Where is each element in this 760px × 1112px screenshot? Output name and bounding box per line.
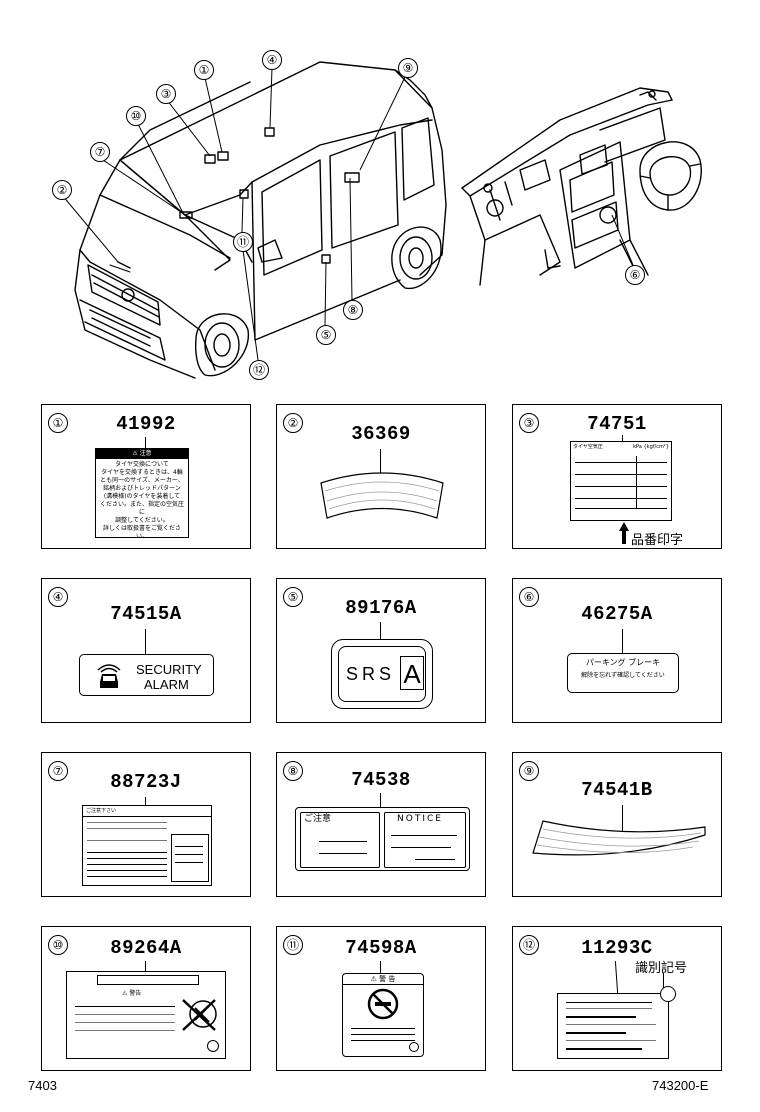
- warning-label: ⚠ 警 告: [342, 973, 424, 1057]
- part-number: 74515A: [110, 603, 182, 625]
- panel-11: ⑪ 74598A ⚠ 警 告: [276, 926, 486, 1071]
- airbag-warning-label: ⚠ 警告: [66, 971, 226, 1059]
- panel-7: ⑦ 88723J ご注意下さい: [41, 752, 251, 897]
- callout-3: ③: [156, 84, 176, 104]
- car-grille: [87, 264, 161, 326]
- callout-11: ⑪: [233, 232, 253, 252]
- car-rear-window: [401, 117, 435, 201]
- part-number: 36369: [351, 423, 411, 445]
- footer-page-code: 7403: [28, 1078, 57, 1093]
- panel-number: ②: [283, 413, 303, 433]
- callout-9: ⑨: [398, 58, 418, 78]
- callout-10: ⑩: [126, 106, 146, 126]
- part-number: 89176A: [345, 597, 417, 619]
- part-print-note: 品番印字: [631, 533, 684, 548]
- panel-5: ⑤ 89176A SRS A: [276, 578, 486, 723]
- tire-warning-label: ⚠ 注意 タイヤ交換について タイヤを交換するときは、4輪 とも同一のサイズ、メ…: [95, 448, 189, 540]
- vehicle-id-label: [557, 986, 676, 1059]
- car-side: [239, 119, 433, 196]
- car-roof: [119, 61, 433, 161]
- emission-info-label: ご注意下さい: [82, 805, 212, 886]
- panel-number: ⑩: [48, 935, 68, 955]
- dashboard-top: [461, 87, 673, 189]
- callout-8: ⑧: [343, 300, 363, 320]
- panel-number: ⑤: [283, 587, 303, 607]
- car-alarm-icon: [97, 664, 121, 688]
- vehicle-illustration: [61, 61, 702, 379]
- panel-10: ⑩ 89264A ⚠ 警告: [41, 926, 251, 1071]
- car-front: [79, 194, 101, 251]
- steering-wheel: [639, 141, 702, 211]
- part-number: 74598A: [345, 937, 417, 959]
- car-front-wheel: [195, 313, 250, 377]
- part-number: 88723J: [110, 771, 182, 793]
- panel-2: ② 36369: [276, 404, 486, 549]
- car-windshield: [119, 81, 251, 161]
- car-rear-wheel: [391, 226, 442, 289]
- panel-number: ⑧: [283, 761, 303, 781]
- car-side-window2: [329, 131, 399, 249]
- notice-label: ご注意 NOTICE: [295, 807, 470, 871]
- part-number: 74538: [351, 769, 411, 791]
- part-number: 74751: [587, 413, 647, 435]
- panel-4: ④ 74515A SECURITY ALARM: [41, 578, 251, 723]
- arrow-up-icon: [619, 522, 629, 531]
- curved-visor-label: [532, 820, 706, 856]
- alarm-text: ALARM: [144, 677, 189, 692]
- panel-number: ⑪: [283, 935, 303, 955]
- panel-number: ④: [48, 587, 68, 607]
- panel-8: ⑧ 74538 ご注意 NOTICE: [276, 752, 486, 897]
- no-smoking-icon: [367, 988, 399, 1020]
- callout-1: ①: [194, 60, 214, 80]
- callout-12: ⑫: [249, 360, 269, 380]
- panel-6: ⑥ 46275A パーキング ブレーキ 解除を忘れず確認してください: [512, 578, 722, 723]
- id-mark-note: 識別記号: [635, 961, 688, 976]
- panel-number: ⑫: [519, 935, 539, 955]
- part-number: 46275A: [581, 603, 653, 625]
- callout-2: ②: [52, 180, 72, 200]
- callout-7: ⑦: [90, 142, 110, 162]
- panel-number: ①: [48, 413, 68, 433]
- callout-6: ⑥: [625, 265, 645, 285]
- part-number: 41992: [116, 413, 176, 435]
- car-bumper: [79, 299, 166, 361]
- dashboard-center: [559, 141, 631, 269]
- srs-airbag-label: SRS A: [331, 639, 433, 709]
- panel-number: ③: [519, 413, 539, 433]
- callout-5: ⑤: [316, 325, 336, 345]
- panel-number: ⑥: [519, 587, 539, 607]
- part-number: 11293C: [581, 937, 653, 959]
- parking-brake-label: パーキング ブレーキ 解除を忘れず確認してください: [567, 653, 679, 693]
- footer-diagram-code: 743200-E: [652, 1078, 709, 1093]
- no-child-seat-icon: [182, 999, 217, 1031]
- security-text: SECURITY: [136, 662, 202, 677]
- panel-number: ⑦: [48, 761, 68, 781]
- part-number: 74541B: [581, 779, 653, 801]
- security-alarm-label: SECURITY ALARM: [79, 654, 214, 696]
- curved-strip-label: [320, 472, 444, 519]
- panel-9: ⑨ 74541B: [512, 752, 722, 897]
- car-side-window1: [261, 159, 323, 276]
- callout-4: ④: [262, 50, 282, 70]
- car-mirror: [257, 239, 283, 263]
- panel-12: ⑫ 11293C 識別記号: [512, 926, 722, 1071]
- panel-number: ⑨: [519, 761, 539, 781]
- srs-letter: A: [400, 656, 424, 690]
- car-rear: [419, 107, 447, 276]
- panel-1: ① 41992 ⚠ 注意 タイヤ交換について タイヤを交換するときは、4輪 とも…: [41, 404, 251, 549]
- srs-text: SRS: [346, 664, 396, 684]
- part-number: 89264A: [110, 937, 182, 959]
